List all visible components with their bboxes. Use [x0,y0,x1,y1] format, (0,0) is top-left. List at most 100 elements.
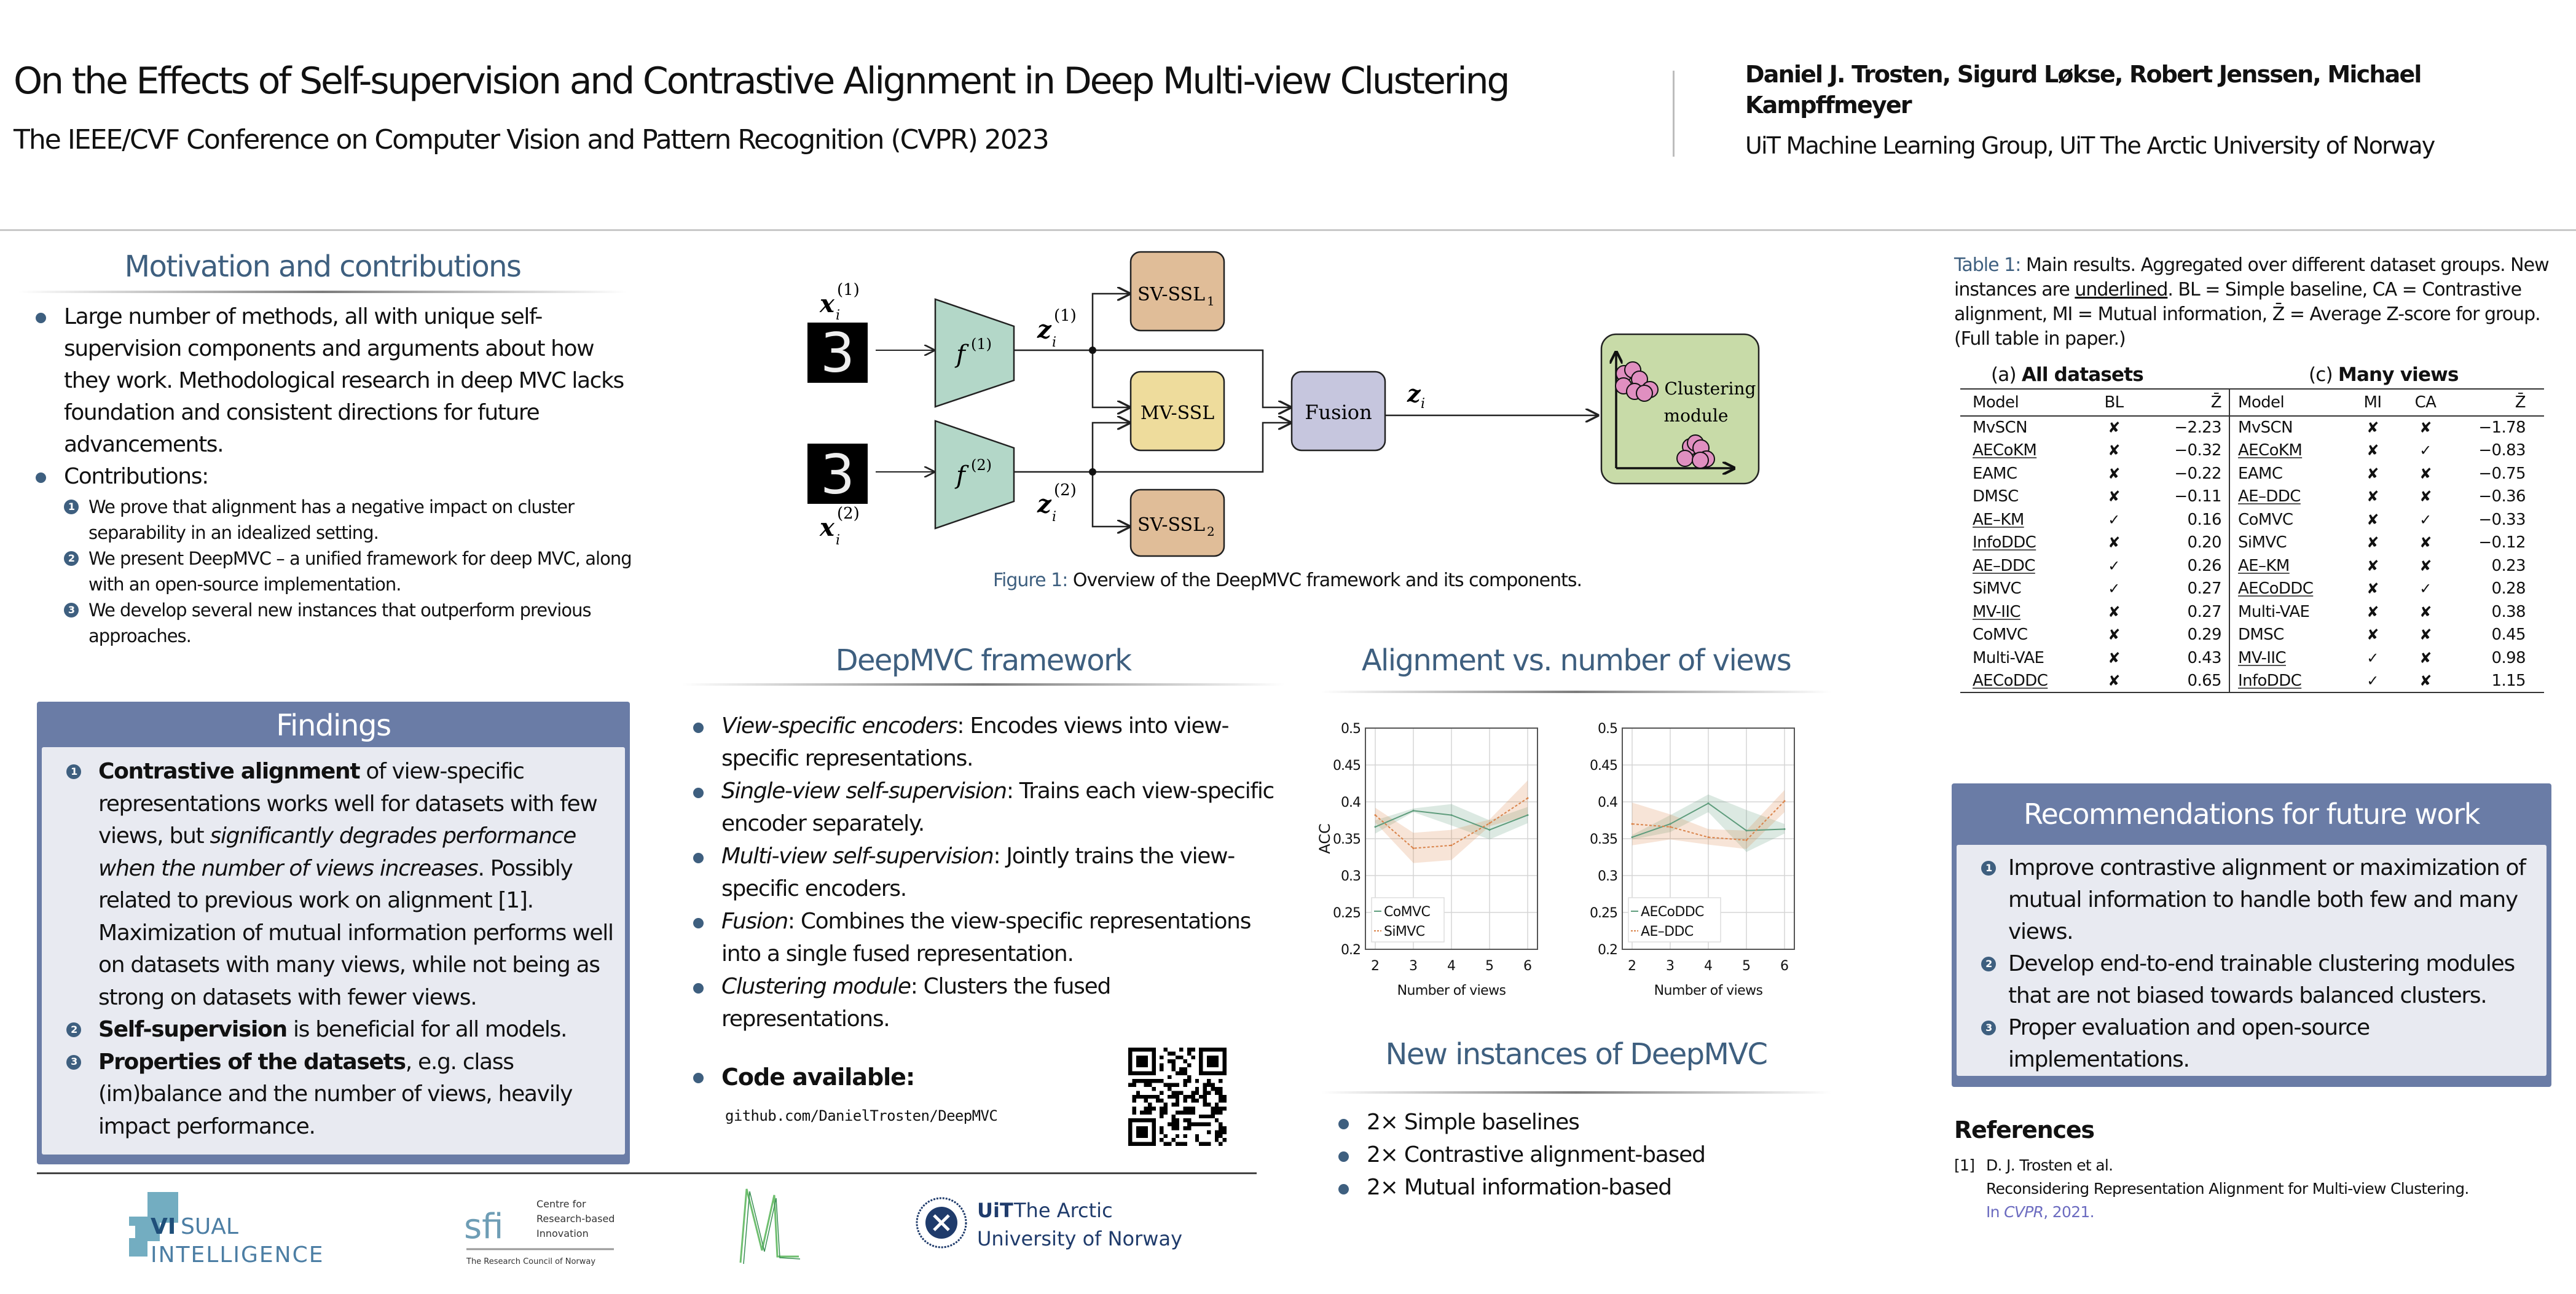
ml-group-logo: ML [739,1188,801,1265]
z1-label: z [1037,315,1052,344]
number-2-icon: 2 [64,551,79,566]
zscore-cell: 0.27 [2187,602,2222,621]
table-row: AECoKM✘✓−0.83 [2229,439,2544,463]
cross-icon: ✘ [2366,465,2379,482]
svg-text:(1): (1) [971,335,992,353]
svg-text:i: i [836,533,840,548]
x2-label: x [819,513,835,542]
zscore-cell: 0.26 [2187,556,2222,575]
number-1-icon: 1 [66,764,81,779]
table-row: EAMC✘−0.22 [1960,462,2229,485]
svg-text:Innovation: Innovation [536,1228,589,1239]
model-cell: AECoDDC [1973,671,2048,690]
uit-logo: UiT The Arctic University of Norway [916,1197,1182,1250]
model-cell: Multi-VAE [2238,602,2310,621]
y-tick-label: 0.35 [1333,832,1361,847]
data-point [1669,823,1671,825]
zi-label: z [1407,380,1421,407]
svg-text:SUAL: SUAL [181,1214,238,1239]
model-cell: AECoKM [2238,441,2303,460]
zscore-cell: −0.12 [2478,533,2526,552]
table-row: AECoDDC✘✓0.28 [2229,578,2544,601]
figure-caption: Figure 1: Overview of the DeepMVC framew… [992,570,1582,591]
data-point [1707,802,1710,804]
cross-icon: ✘ [2108,603,2120,621]
model-cell: Multi-VAE [1973,648,2044,667]
encoder-view-1: f (1) [934,298,1015,408]
cross-icon: ✘ [2419,557,2432,574]
framework-list: View-specific encoders: Encodes views in… [687,710,1277,1035]
y-tick-label: 0.45 [1333,758,1361,774]
table-row: AE–DDC✘✘−0.36 [2229,485,2544,509]
poster-title: On the Effects of Self-supervision and C… [14,60,1510,103]
conference-subtitle: The IEEE/CVF Conference on Computer Visi… [14,124,1050,155]
data-point [1412,847,1415,850]
number-2-icon: 2 [66,1022,81,1037]
qr-code-icon[interactable] [1128,1048,1227,1146]
cross-icon: ✘ [2366,534,2379,552]
motivation-list: Large number of methods, all with unique… [29,301,638,649]
cross-icon: ✘ [2366,442,2379,460]
data-point [1631,823,1633,825]
table-row: DMSC✘−0.11 [1960,485,2229,509]
model-cell: MV-IIC [1973,602,2021,621]
new-instance-item: 2× Mutual information-based [1332,1171,1705,1204]
cross-icon: ✘ [2419,603,2432,621]
x-tick-label: 5 [1485,959,1494,974]
cross-icon: ✘ [2108,649,2120,667]
cross-icon: ✘ [2419,649,2432,667]
framework-title: DeepMVC framework [835,643,1132,678]
x-tick-label: 5 [1742,959,1751,974]
visual-intelligence-logo: VI SUAL INTELLIGENCE [129,1192,324,1266]
svg-text:UiT: UiT [977,1199,1013,1222]
new-instances-title: New instances of DeepMVC [1385,1037,1769,1072]
svg-text:The Research Council of Norway: The Research Council of Norway [466,1257,595,1266]
zscore-cell: 0.98 [2491,648,2526,667]
new-instances-list: 2× Simple baselines 2× Contrastive align… [1332,1106,1706,1204]
input-image-view-1: 3 [807,321,868,385]
cross-icon: ✘ [2366,488,2379,506]
table-row: Multi-VAE✘✘0.38 [2229,600,2544,624]
x-tick-label: 3 [1666,959,1675,974]
y-tick-label: 0.4 [1598,795,1617,810]
github-link[interactable]: github.com/DanielTrosten/DeepMVC [725,1107,998,1124]
zscore-cell: 0.38 [2491,602,2526,621]
zscore-cell: −0.83 [2478,441,2526,460]
svg-text:INTELLIGENCE: INTELLIGENCE [151,1242,324,1266]
x-tick-label: 6 [1780,959,1789,974]
model-cell: MvSCN [2238,418,2293,437]
data-point [1374,826,1376,828]
framework-item: Single-view self-supervision: Trains eac… [687,775,1277,840]
check-icon: ✓ [2419,580,2432,598]
svg-text:SV-SSL: SV-SSL [1137,284,1205,305]
zscore-cell: 0.20 [2187,533,2222,552]
svg-text:The Arctic: The Arctic [1013,1199,1113,1222]
check-icon: ✓ [2108,580,2120,598]
svg-text:(2): (2) [971,457,992,474]
data-point [1745,839,1748,841]
x-tick-label: 6 [1523,959,1532,974]
table-header-row: Model MI CA Z̄ [2229,389,2544,416]
cross-icon: ✘ [2108,672,2120,689]
table-row: AE–KM✘✘0.23 [2229,554,2544,578]
table-row: SiMVC✓0.27 [1960,578,2229,601]
model-cell: MV-IIC [2238,648,2287,667]
motivation-bullet: Large number of methods, all with unique… [29,301,638,461]
new-instance-item: 2× Simple baselines [1332,1106,1705,1139]
zscore-cell: 0.45 [2491,625,2526,645]
data-point [1488,822,1491,825]
new-instance-item: 2× Contrastive alignment-based [1332,1139,1706,1171]
cross-icon: ✘ [2366,626,2379,644]
zscore-cell: 0.43 [2187,648,2222,667]
framework-item: Multi-view self-supervision: Jointly tra… [687,840,1277,905]
recommendations-title: Recommendations for future work [2024,798,2480,831]
